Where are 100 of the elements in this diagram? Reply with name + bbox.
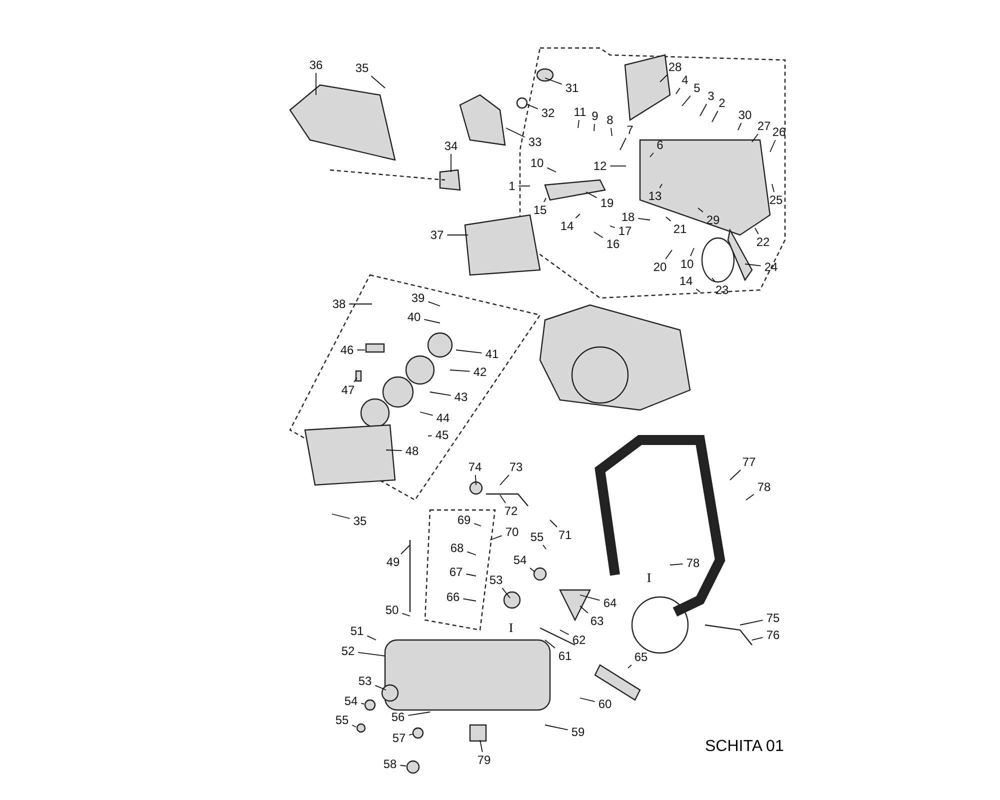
callout-number: 16 xyxy=(606,237,620,251)
leader-line xyxy=(752,636,764,640)
leader-line xyxy=(594,124,595,132)
leader-line xyxy=(542,544,546,550)
callout-number: 23 xyxy=(715,283,729,297)
leader-line xyxy=(670,563,684,566)
leader-line xyxy=(530,568,536,572)
callout-number: 75 xyxy=(766,611,780,625)
leader-line xyxy=(474,523,482,526)
callout-number: 39 xyxy=(411,291,425,305)
leader-line xyxy=(665,250,672,260)
leader-line xyxy=(712,278,716,282)
leader-line xyxy=(420,412,434,416)
callout-number: 37 xyxy=(430,228,444,242)
callout-number: 64 xyxy=(603,596,617,610)
callout-number: 51 xyxy=(350,624,364,638)
callout-number: 28 xyxy=(668,60,682,74)
leader-line xyxy=(360,702,364,704)
leader-line xyxy=(358,652,386,656)
leader-line xyxy=(366,635,376,640)
callout-number: 26 xyxy=(772,125,786,139)
leader-line xyxy=(580,606,588,614)
callout-number: 77 xyxy=(742,455,756,469)
callout-number: 76 xyxy=(766,628,780,642)
leader-line xyxy=(738,122,742,130)
leader-line xyxy=(354,378,358,382)
callout-number: 10 xyxy=(530,156,544,170)
leader-line xyxy=(580,594,600,601)
leader-line xyxy=(424,318,440,324)
leader-line xyxy=(560,630,570,636)
callout-number: 68 xyxy=(450,541,464,555)
callout-number: 31 xyxy=(565,81,579,95)
callout-number: 40 xyxy=(407,310,421,324)
leader-line xyxy=(400,764,406,766)
leader-line xyxy=(332,514,350,519)
callout-number: 78 xyxy=(757,480,771,494)
callout-number: 44 xyxy=(436,411,450,425)
leader-line xyxy=(462,598,476,602)
leader-line xyxy=(659,184,662,188)
callout-number: 53 xyxy=(358,674,372,688)
leader-line xyxy=(500,474,510,486)
leader-line xyxy=(544,198,546,202)
callout-number: 56 xyxy=(391,710,405,724)
leader-line xyxy=(740,620,764,626)
leader-line xyxy=(480,740,483,752)
callout-number: 59 xyxy=(571,725,585,739)
leader-line xyxy=(578,120,580,128)
callout-number: 45 xyxy=(435,428,449,442)
leader-line xyxy=(696,288,700,292)
callout-number: 7 xyxy=(626,123,634,137)
leader-line xyxy=(544,78,562,85)
leader-line xyxy=(586,192,598,198)
detail-mark: I xyxy=(646,570,652,586)
leader-line xyxy=(466,574,476,576)
callout-number: 24 xyxy=(764,260,778,274)
callout-number: 34 xyxy=(444,139,458,153)
leader-line xyxy=(550,520,558,528)
leader-line xyxy=(544,724,568,730)
callout-number: 12 xyxy=(593,159,607,173)
callout-number: 48 xyxy=(405,444,419,458)
leader-line xyxy=(676,88,680,94)
callout-number: 8 xyxy=(606,113,614,127)
leader-line xyxy=(620,138,626,150)
callout-number: 55 xyxy=(335,713,349,727)
leader-line xyxy=(546,167,556,172)
leader-line xyxy=(446,234,468,236)
callout-number: 62 xyxy=(572,633,586,647)
leader-line xyxy=(690,248,694,256)
callout-number: 52 xyxy=(341,644,355,658)
callout-number: 35 xyxy=(355,61,369,75)
callout-number: 21 xyxy=(673,222,687,236)
callout-number: 61 xyxy=(558,649,572,663)
leader-line xyxy=(428,435,432,436)
leader-line xyxy=(466,551,476,556)
leader-line xyxy=(712,110,718,122)
leader-line xyxy=(490,535,502,540)
callout-number: 4 xyxy=(682,73,688,87)
callout-number: 17 xyxy=(618,224,632,238)
leader-line xyxy=(370,76,386,88)
leader-line xyxy=(770,140,776,152)
callout-number: 54 xyxy=(344,694,358,708)
leader-line xyxy=(660,74,668,82)
callout-number: 36 xyxy=(309,58,323,72)
callout-number: 14 xyxy=(679,274,693,288)
leader-line xyxy=(450,154,452,172)
callout-number: 11 xyxy=(574,105,586,119)
leader-line xyxy=(580,698,596,702)
callout-number: 19 xyxy=(600,196,614,210)
callout-number: 66 xyxy=(446,590,460,604)
leader-line xyxy=(700,104,708,116)
leader-line xyxy=(408,734,414,736)
leader-line xyxy=(450,370,470,372)
detail-mark: I xyxy=(508,620,514,636)
callout-number: 72 xyxy=(504,504,518,518)
callout-number: 33 xyxy=(528,135,542,149)
callout-number: 10 xyxy=(680,257,694,271)
leader-line xyxy=(456,350,482,354)
leader-line xyxy=(430,392,452,396)
callout-number: 3 xyxy=(708,89,714,103)
callout-number: 67 xyxy=(449,565,463,579)
